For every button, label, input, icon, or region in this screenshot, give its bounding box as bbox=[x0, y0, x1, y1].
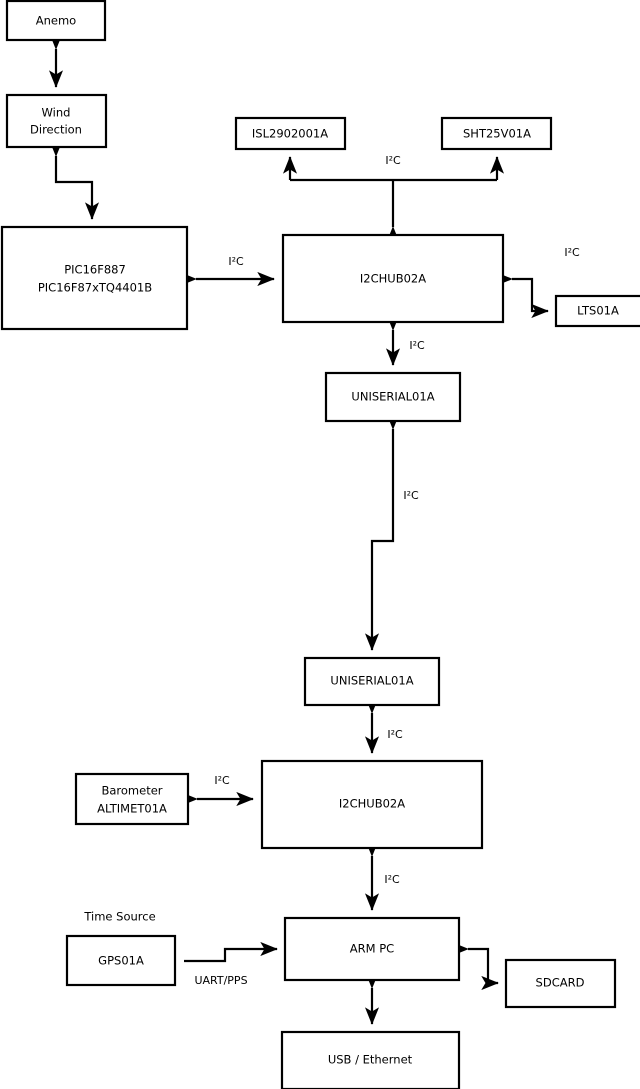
edge-hub-top-sensors-bus bbox=[290, 178, 497, 227]
node-gps01a[interactable]: GPS01A bbox=[65, 934, 177, 987]
node-uniserial01a-upper-label: UNISERIAL01A bbox=[351, 390, 434, 404]
node-sht25v01a-label: SHT25V01A bbox=[463, 127, 531, 141]
edge-pic-wind bbox=[48, 139, 100, 220]
node-anemo-label: Anemo bbox=[36, 14, 76, 28]
node-i2chub02a-bottom-label: I2CHUB02A bbox=[339, 797, 405, 811]
node-gps01a-label: GPS01A bbox=[98, 954, 144, 968]
node-sdcard[interactable]: SDCARD bbox=[504, 958, 617, 1009]
edge-labels-layer: I²C I²C I²C I²C I²C I²C I²C I²C UART/PPS bbox=[194, 154, 580, 987]
node-pic-mcu[interactable]: PIC16F887 PIC16F87xTQ4401B bbox=[0, 225, 189, 331]
node-anemo[interactable]: Anemo bbox=[5, 0, 107, 42]
node-sdcard-label: SDCARD bbox=[536, 976, 585, 990]
edge-label-hub-armpc-i2c: I²C bbox=[384, 873, 400, 886]
edge-label-uniserial2-hub-i2c: I²C bbox=[387, 728, 403, 741]
label-time-source: Time Source bbox=[83, 910, 155, 924]
edges-layer bbox=[48, 32, 549, 1025]
node-sht25v01a[interactable]: SHT25V01A bbox=[440, 116, 553, 151]
edge-gps-armpc bbox=[184, 941, 278, 963]
edge-label-hub-sensors-i2c: I²C bbox=[385, 154, 401, 167]
node-uniserial01a-lower[interactable]: UNISERIAL01A bbox=[303, 656, 441, 707]
edge-label-gps-armpc-uart: UART/PPS bbox=[194, 974, 247, 987]
node-isl2902001a[interactable]: ISL2902001A bbox=[234, 116, 347, 151]
node-isl2902001a-label: ISL2902001A bbox=[252, 127, 328, 141]
node-arm-pc[interactable]: ARM PC bbox=[283, 916, 461, 982]
node-barometer-altimet01a[interactable]: Barometer ALTIMET01A bbox=[74, 772, 190, 826]
edge-label-pic-hub-i2c: I²C bbox=[228, 255, 244, 268]
free-labels-layer: Time Source bbox=[83, 910, 155, 924]
node-i2chub02a-top[interactable]: I2CHUB02A bbox=[281, 233, 505, 324]
node-pic-mcu-label-line1: PIC16F887 bbox=[64, 263, 126, 277]
edge-uniserial1-uniserial2 bbox=[364, 412, 401, 651]
edge-hub-top-lts bbox=[495, 271, 549, 319]
node-usb-ethernet[interactable]: USB / Ethernet bbox=[280, 1030, 461, 1089]
edge-label-barometer-hub-i2c: I²C bbox=[214, 774, 230, 787]
node-uniserial01a-lower-label: UNISERIAL01A bbox=[330, 674, 413, 688]
edge-label-uniserial-link-i2c: I²C bbox=[403, 489, 419, 502]
node-i2chub02a-top-label: I2CHUB02A bbox=[360, 272, 426, 286]
node-i2chub02a-bottom[interactable]: I2CHUB02A bbox=[260, 759, 484, 850]
node-barometer-label-line2: ALTIMET01A bbox=[97, 802, 167, 816]
node-lts01a[interactable]: LTS01A bbox=[554, 294, 640, 328]
node-wind-direction-label-line1: Wind bbox=[42, 106, 71, 120]
node-uniserial01a-upper[interactable]: UNISERIAL01A bbox=[324, 371, 462, 423]
node-arm-pc-label: ARM PC bbox=[350, 942, 394, 956]
node-pic-mcu-label-line2: PIC16F87xTQ4401B bbox=[38, 281, 152, 295]
node-usb-ethernet-label: USB / Ethernet bbox=[328, 1053, 413, 1067]
edge-armpc-sdcard bbox=[451, 941, 499, 991]
edge-label-hub-lts-i2c: I²C bbox=[564, 246, 580, 259]
node-barometer-label-line1: Barometer bbox=[101, 784, 162, 798]
edge-label-hub-uniserial-i2c: I²C bbox=[409, 339, 425, 352]
node-wind-direction[interactable]: Wind Direction bbox=[5, 93, 108, 149]
node-lts01a-label: LTS01A bbox=[577, 304, 619, 318]
node-wind-direction-label-line2: Direction bbox=[30, 123, 82, 137]
